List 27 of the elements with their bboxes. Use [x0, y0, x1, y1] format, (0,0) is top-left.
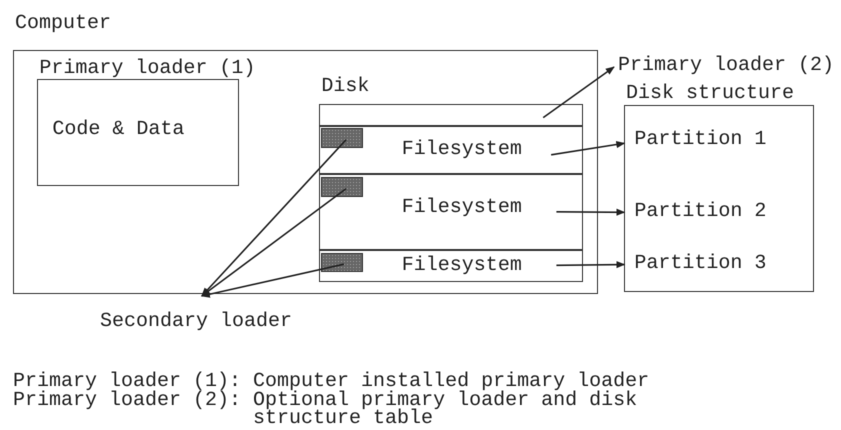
node-label: Partition 1 — [625, 130, 766, 150]
note-text: Primary loader (1): Computer installed primary loader — [13, 373, 650, 392]
arrow — [201, 188, 346, 297]
disk-region — [318, 124, 583, 175]
region-label: Filesystem — [402, 198, 522, 218]
disk-region — [318, 172, 583, 251]
box-heading: Primary loader (1) — [39, 59, 256, 80]
region-label: Filesystem — [402, 140, 522, 160]
node-label: Secondary loader — [100, 312, 292, 332]
arrow — [556, 261, 626, 268]
box-heading: Computer — [15, 14, 112, 34]
node-label: Partition 3 — [625, 254, 766, 274]
box-heading: Disk — [321, 77, 370, 98]
region-label: Filesystem — [402, 256, 522, 276]
box-heading: Disk structure — [626, 84, 794, 104]
node-label: Primary loader (2) — [618, 56, 834, 76]
node-label: Partition 2 — [625, 202, 766, 222]
boot-sector-block — [320, 252, 363, 272]
box-label: Code & Data — [52, 120, 184, 140]
note-text: Primary loader (2): Optional primary loader and disk structure table — [13, 392, 638, 428]
arrow — [542, 66, 615, 118]
arrow — [200, 263, 344, 298]
arrow — [556, 208, 626, 216]
boot-sector-block — [320, 176, 363, 197]
boot-sector-block — [320, 128, 363, 148]
arrow — [201, 139, 347, 297]
arrow — [551, 140, 626, 156]
